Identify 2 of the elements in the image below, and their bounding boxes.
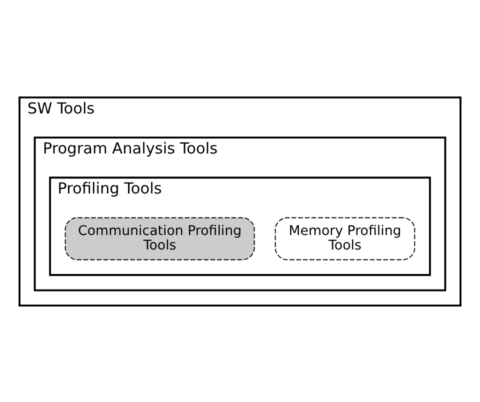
node-box: Memory Profiling Tools bbox=[274, 216, 416, 260]
node-box: Communication Profiling Tools bbox=[64, 216, 255, 260]
